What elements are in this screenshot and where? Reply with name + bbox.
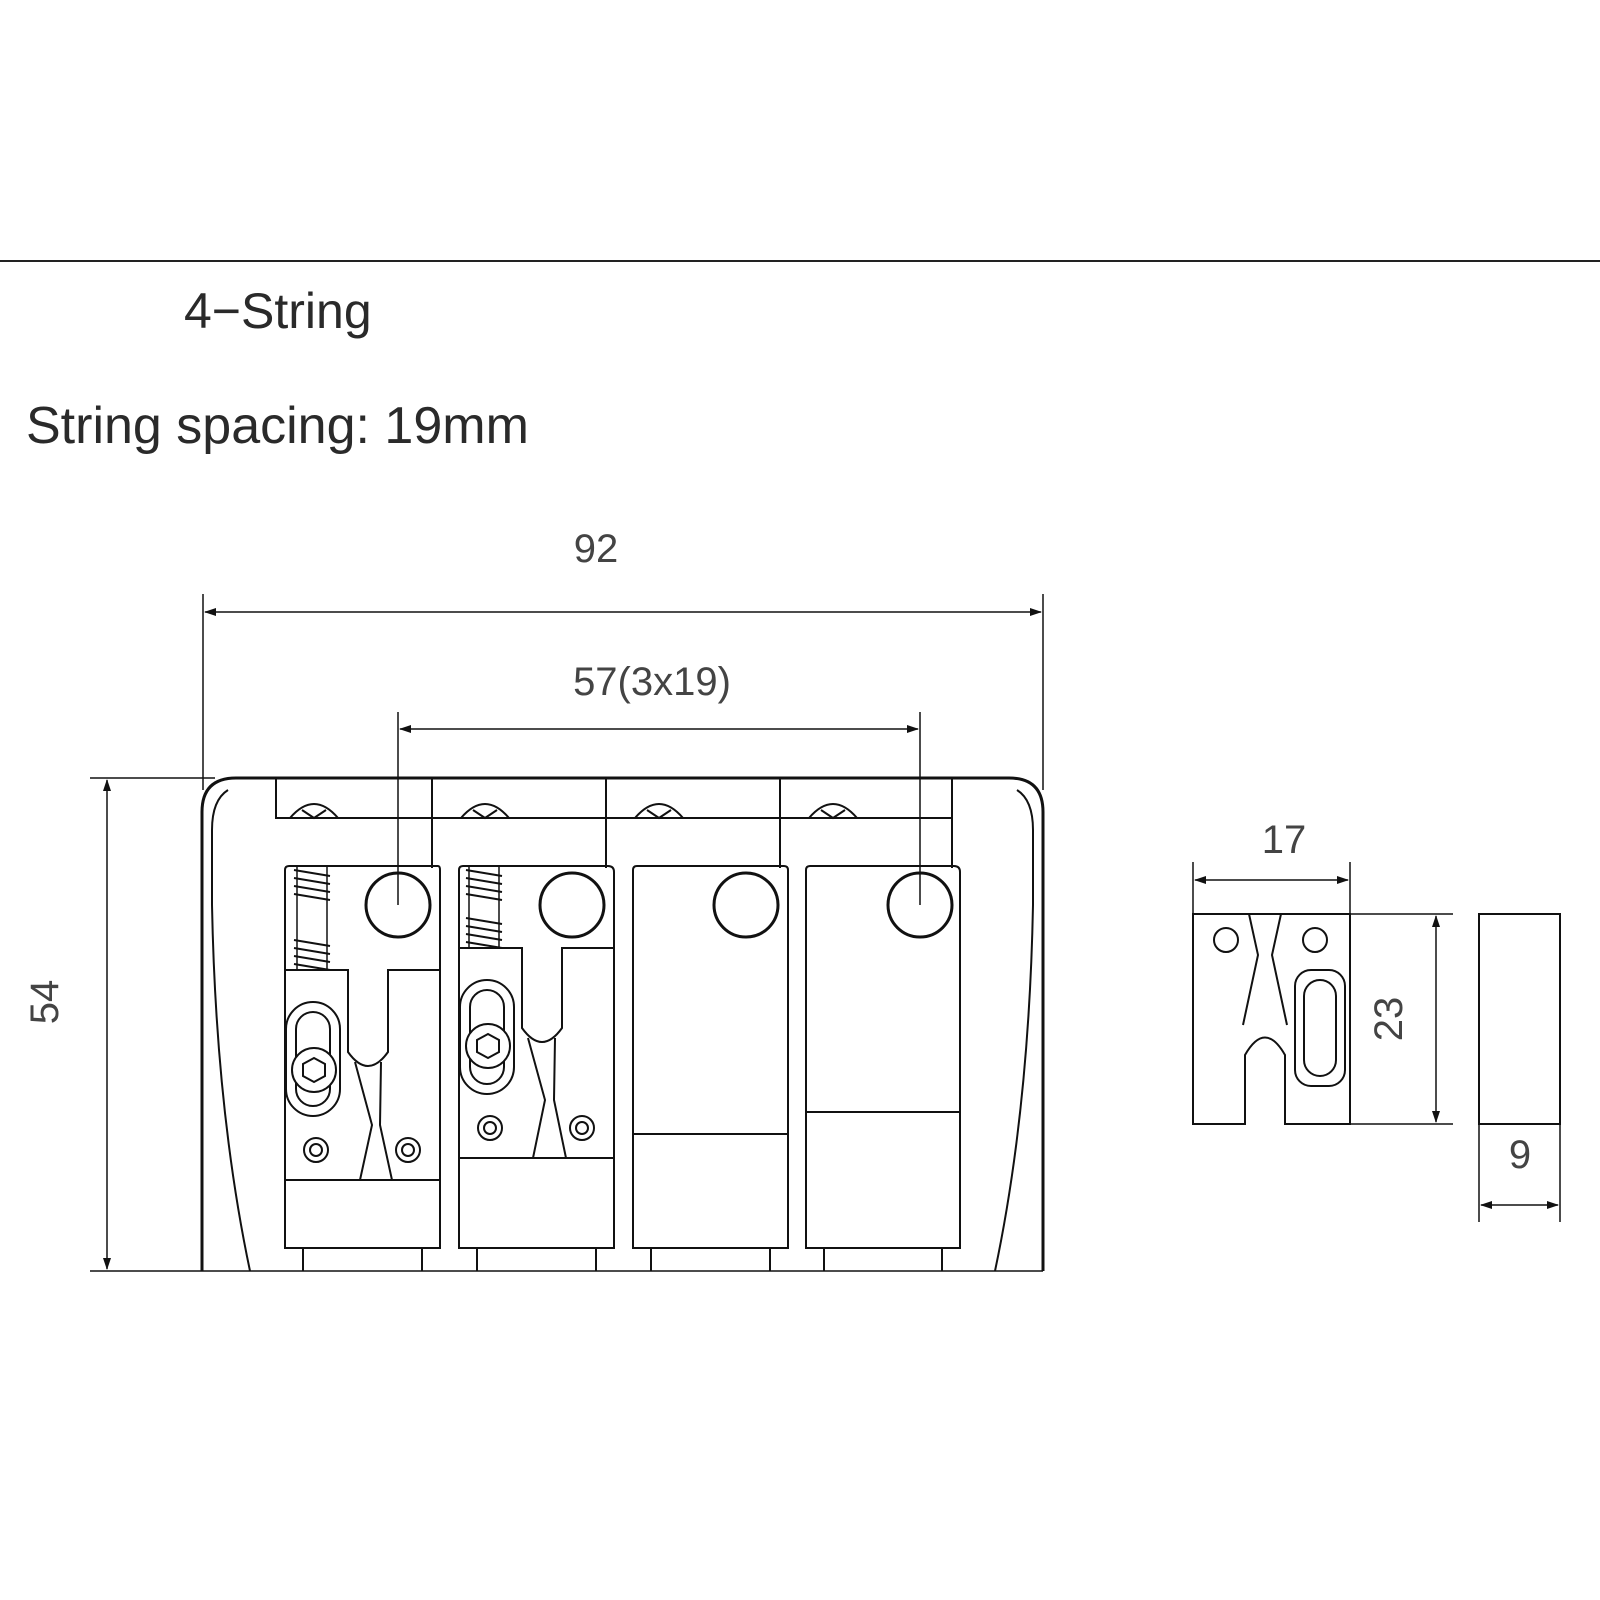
screw-icon [477, 1115, 503, 1141]
post-hole-icon [538, 871, 606, 939]
dim-overall-width-label: 92 [574, 527, 619, 571]
screw-hole-icon [1302, 927, 1328, 953]
screw-icon [395, 1137, 421, 1163]
rail-screws [289, 803, 858, 820]
hex-screw-icon [465, 1023, 511, 1069]
dim-overall-width: 92 [202, 527, 1044, 790]
subtitle: String spacing: 19mm [26, 397, 529, 455]
screw-icon [569, 1115, 595, 1141]
post-hole-icon [886, 871, 954, 939]
screw-icon [303, 1137, 329, 1163]
spring-icon [293, 866, 331, 971]
saddle-3 [632, 865, 789, 1271]
saddle-1 [284, 865, 441, 1271]
rail-screw-icon [460, 803, 510, 820]
post-hole-icon [364, 871, 432, 939]
dim-saddle-height: 23 [1350, 913, 1453, 1125]
dim-saddle-width-label: 17 [1262, 818, 1307, 862]
dim-height-label: 54 [23, 980, 67, 1025]
saddle-side-view: 9 [1478, 913, 1561, 1222]
saddle-front-view [1192, 913, 1351, 1125]
dim-height: 54 [23, 777, 1043, 1272]
title: 4−String [184, 283, 372, 339]
hex-screw-icon [291, 1047, 337, 1093]
dim-post-spacing: 57(3x19) [397, 660, 921, 905]
screw-hole-icon [1213, 927, 1239, 953]
bridge-base-plate [200, 776, 1045, 1272]
spring-icon [465, 866, 503, 949]
dim-saddle-depth-label: 9 [1509, 1133, 1531, 1177]
top-divider [0, 260, 1600, 262]
saddle-4 [805, 865, 961, 1271]
rail-screw-icon [634, 803, 684, 820]
dim-saddle-height-label: 23 [1367, 997, 1411, 1042]
dim-post-spacing-label: 57(3x19) [573, 660, 731, 704]
saddle-2 [458, 865, 615, 1271]
rail-screw-icon [289, 803, 339, 820]
post-hole-icon [712, 871, 780, 939]
dim-saddle-width: 17 [1192, 818, 1351, 914]
rail-screw-icon [808, 803, 858, 820]
